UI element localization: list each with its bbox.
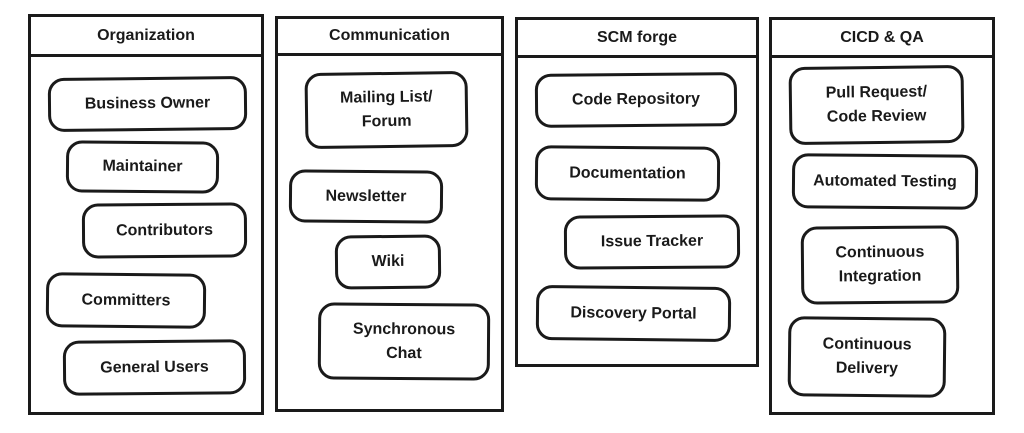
node-wiki: Wiki — [334, 234, 442, 290]
node-issue-tracker: Issue Tracker — [563, 214, 741, 270]
node-newsletter: Newsletter — [288, 169, 444, 224]
node-continuous-integration: Continuous Integration — [800, 225, 960, 305]
column-title-communication: Communication — [278, 19, 501, 56]
node-contributors: Contributors — [81, 202, 248, 259]
node-general-users: General Users — [62, 339, 247, 396]
node-code-repository: Code Repository — [534, 72, 738, 128]
node-continuous-delivery: Continuous Delivery — [787, 316, 947, 398]
node-pull-request-code-review: Pull Request/ Code Review — [788, 64, 965, 146]
column-title-cicd-qa: CICD & QA — [772, 20, 992, 58]
node-synchronous-chat: Synchronous Chat — [317, 302, 491, 381]
node-mailing-list-forum: Mailing List/ Forum — [304, 70, 469, 150]
node-committers: Committers — [45, 272, 207, 329]
column-title-organization: Organization — [31, 17, 261, 57]
node-documentation: Documentation — [534, 145, 721, 202]
column-title-scm-forge: SCM forge — [518, 20, 756, 58]
node-business-owner: Business Owner — [47, 75, 248, 133]
node-discovery-portal: Discovery Portal — [535, 284, 732, 343]
node-maintainer: Maintainer — [65, 140, 220, 194]
node-automated-testing: Automated Testing — [791, 153, 979, 210]
